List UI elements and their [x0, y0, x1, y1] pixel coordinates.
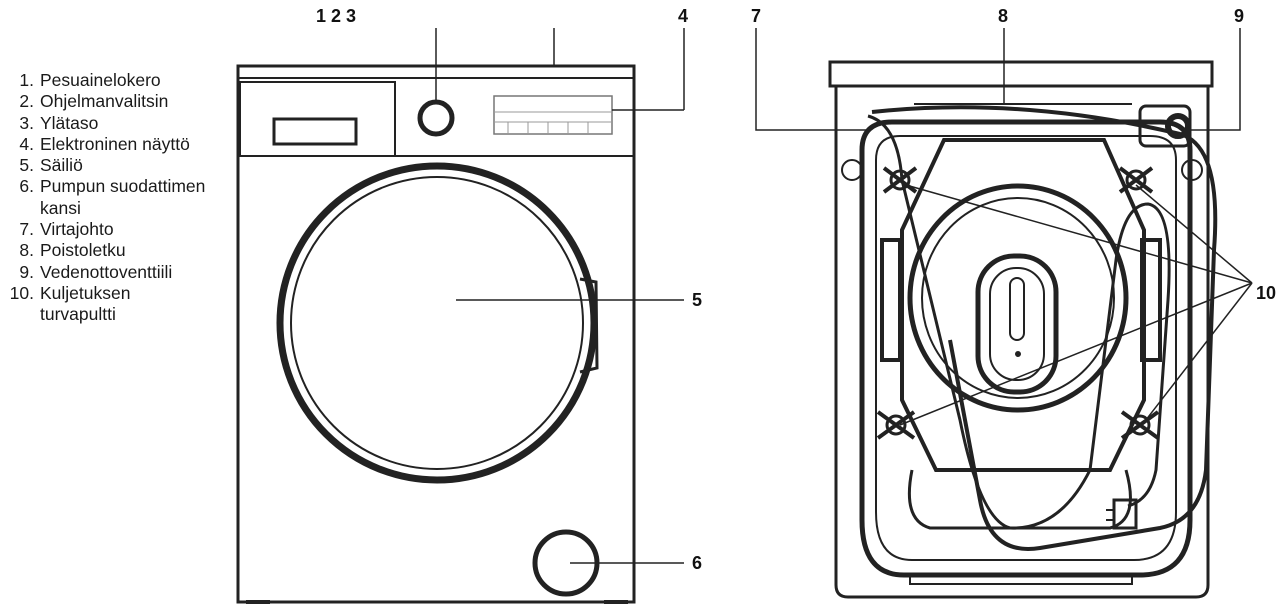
transit-bolt-top-right	[1118, 166, 1154, 194]
front-cabinet	[236, 64, 636, 604]
parts-legend: 1.Pesuainelokero 2.Ohjelmanvalitsin 3.Yl…	[8, 70, 250, 326]
callout-8: 8	[998, 6, 1009, 26]
drawer-handle	[272, 117, 358, 146]
program-selector-knob	[417, 99, 455, 137]
power-cord	[867, 114, 1171, 530]
back-view	[828, 60, 1218, 599]
electronic-display	[493, 95, 613, 135]
callout-4: 4	[678, 6, 689, 26]
transit-bolt-top-left	[882, 166, 918, 194]
front-leader-lines	[435, 28, 685, 564]
callout-6: 6	[692, 553, 703, 573]
back-frame-outer	[859, 119, 1193, 578]
front-view	[236, 64, 636, 604]
detergent-drawer	[239, 81, 396, 157]
legend-item: 10.Kuljetuksen turvapultti	[9, 282, 131, 325]
legend-item: 6.Pumpun suodattimen kansi	[19, 176, 206, 218]
callout-5: 5	[692, 290, 703, 310]
callout-7: 7	[751, 6, 762, 26]
legend-item: 1.Pesuainelokero	[19, 70, 161, 90]
legend-item: 9.Vedenottoventtiili	[19, 261, 173, 282]
callout-10: 10	[1256, 283, 1277, 303]
back-body	[834, 86, 1210, 599]
legend-item: 5.Säiliö	[19, 155, 83, 176]
door-handle	[579, 277, 599, 374]
back-top-lid	[828, 60, 1214, 88]
legend-item: 3.Ylätaso	[19, 112, 99, 133]
legend-item: 8.Poistoletku	[19, 240, 126, 261]
back-center-hub	[975, 253, 1059, 395]
transit-bolt-bottom-left	[876, 410, 916, 440]
door-glass	[290, 176, 584, 470]
transit-bolt-bottom-right	[1120, 410, 1160, 440]
callout-9: 9	[1234, 6, 1245, 26]
legend-item: 2.Ohjelmanvalitsin	[19, 91, 169, 112]
back-leader-lines	[755, 28, 1253, 426]
back-pulley	[907, 183, 1129, 413]
legend-item: 4.Elektroninen näyttö	[19, 133, 190, 154]
legend-item: 7.Virtajohto	[19, 219, 114, 240]
door-outer-ring	[276, 162, 598, 484]
drain-hose	[871, 105, 1218, 551]
callout-1-2-3: 1 2 3	[316, 6, 357, 26]
power-plug	[1112, 498, 1138, 530]
